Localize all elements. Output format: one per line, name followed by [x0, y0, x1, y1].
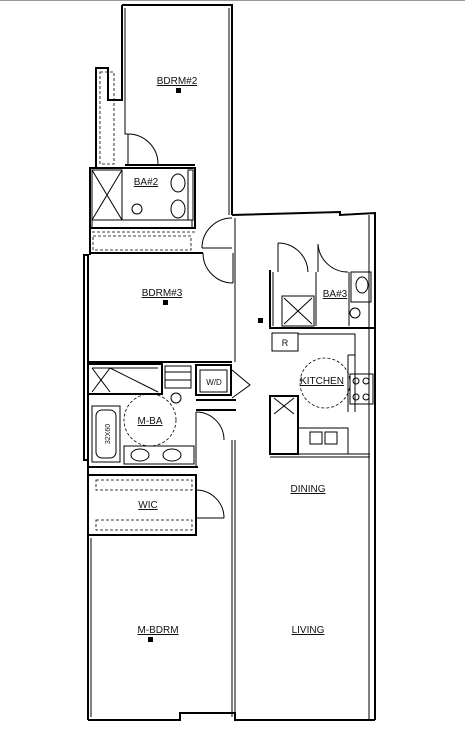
walk-in-closet: WIC — [87, 474, 225, 536]
mba-label: M-BA — [138, 416, 163, 427]
mbdrm-label: M-BDRM — [137, 625, 178, 636]
hall-doors — [201, 217, 234, 284]
mbdrm-marker — [148, 637, 153, 642]
bath-3: BA#3 — [269, 242, 375, 329]
hall-closet — [92, 235, 192, 251]
hall-marker — [258, 318, 263, 323]
bedroom-2: BDRM#2 — [99, 8, 230, 215]
bdrm3-marker — [163, 300, 168, 305]
refrigerator-label: R — [282, 338, 289, 348]
bath-2: BA#2 — [89, 167, 196, 233]
kitchen-label: KITCHEN — [300, 376, 344, 387]
master-bath: W/D 32X60 M-BA — [87, 363, 251, 468]
ba2-label: BA#2 — [134, 177, 159, 188]
mba-toilet — [170, 392, 182, 404]
bdrm2-marker — [176, 88, 181, 93]
wic-label: WIC — [138, 500, 157, 511]
bdrm3-label: BDRM#3 — [142, 288, 183, 299]
tub-size-label: 32X60 — [105, 424, 112, 444]
master-bedroom: M-BDRM — [90, 440, 236, 717]
washer-dryer-label: W/D — [206, 378, 222, 387]
ba3-label: BA#3 — [323, 289, 348, 300]
exterior-walls — [83, 4, 376, 721]
ba2-toilet — [131, 203, 143, 215]
living-label: LIVING — [292, 625, 325, 636]
ba3-toilet — [349, 307, 361, 319]
kitchen: R KITCHEN — [269, 332, 374, 458]
dining-label: DINING — [291, 484, 326, 495]
bedroom-3: BDRM#3 — [88, 218, 236, 363]
bdrm2-label: BDRM#2 — [157, 76, 198, 87]
